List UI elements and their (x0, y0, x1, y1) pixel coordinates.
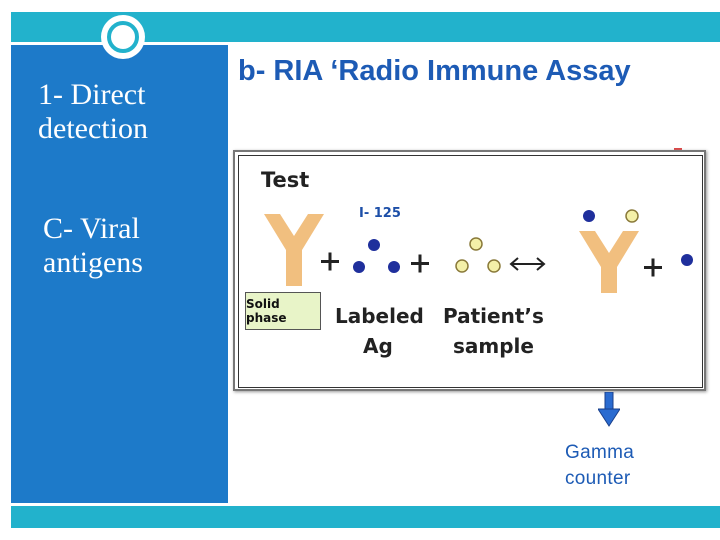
left-heading-line: C- Viral (43, 212, 140, 245)
plus-icon (411, 254, 429, 273)
patient-sample-line: Patient’s (443, 304, 544, 328)
labeled-ag-label: Labeled Ag (335, 301, 424, 361)
left-heading-direct-detection: 1- Direct detection (38, 78, 148, 146)
plus-icon (644, 258, 662, 277)
labeled-antigen-dot (583, 210, 595, 222)
equilibrium-arrow-icon (509, 257, 546, 271)
gamma-counter-line: Gamma (565, 442, 635, 463)
antibody-y-icon (264, 214, 324, 286)
ria-diagram-inner: Test I- 125 (238, 155, 703, 388)
labeled-ag-line: Labeled (335, 304, 424, 328)
decorative-mark (674, 148, 682, 151)
labeled-ag-line: Ag (363, 334, 393, 358)
decorative-ring-inner (107, 21, 139, 53)
ria-diagram: Test I- 125 (233, 150, 706, 391)
labeled-antigen-dot (681, 254, 693, 266)
ria-reaction-graphic (264, 209, 693, 293)
test-label: Test (261, 168, 310, 192)
top-divider (11, 42, 720, 45)
patient-sample-line: sample (452, 334, 534, 358)
left-heading-line: detection (38, 112, 148, 145)
labeled-antigen-dot (388, 261, 400, 273)
isotope-label: I- 125 (359, 206, 401, 221)
antibody-y-icon (579, 231, 639, 293)
slide-title: b- RIA ‘Radio Immune Assay (238, 55, 631, 87)
labeled-antigen-dot (368, 239, 380, 251)
solid-phase-label: Solid phase (245, 292, 321, 330)
bottom-divider (11, 503, 720, 506)
patient-sample-label: Patient’s sample (443, 301, 544, 361)
bottom-accent-bar (11, 506, 720, 528)
gamma-counter-line: counter (565, 468, 631, 489)
plus-icon (321, 252, 339, 271)
left-heading-line: 1- Direct (38, 78, 146, 111)
patient-antigen-dot (455, 259, 469, 273)
gamma-counter-label: Gamma counter (565, 440, 634, 492)
patient-antigen-dot (469, 237, 483, 251)
labeled-antigen-dot (353, 261, 365, 273)
left-panel (11, 45, 228, 503)
left-heading-line: antigens (43, 246, 143, 279)
patient-antigen-dot (625, 209, 639, 223)
down-arrow-icon (598, 392, 620, 427)
left-heading-viral-antigens: C- Viral antigens (43, 212, 143, 280)
patient-antigen-dot (487, 259, 501, 273)
